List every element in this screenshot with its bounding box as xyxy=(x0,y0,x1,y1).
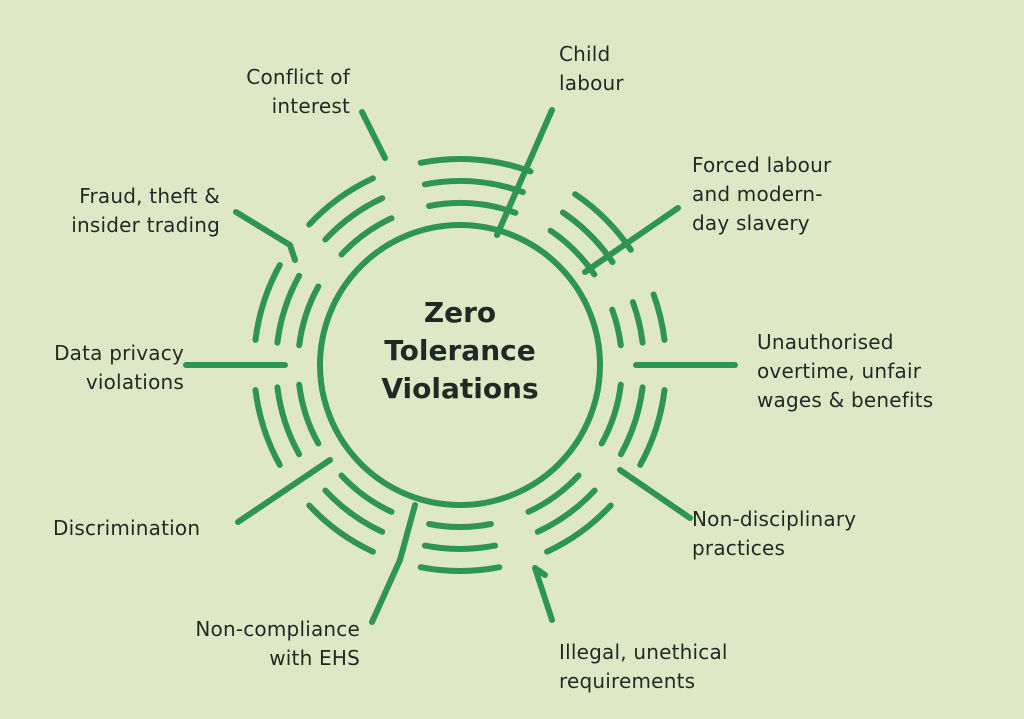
ring-arc-1-1 xyxy=(426,200,519,216)
leader-conflict xyxy=(359,109,388,161)
label-conflict-of-interest: Conflict of interest xyxy=(246,65,350,118)
ring-arc-3-9 xyxy=(252,262,283,343)
ring-arc-1-9 xyxy=(296,283,322,349)
label-data-privacy: Data privacy violations xyxy=(54,341,184,394)
ring-arc-1-8 xyxy=(296,381,322,447)
ring-arc-1-2 xyxy=(547,227,598,278)
ring-arc-3-6 xyxy=(417,564,503,574)
label-illegal-requirements: Illegal, unethical requirements xyxy=(559,640,728,693)
leader-ehs xyxy=(369,502,418,625)
ring-arc-2-10 xyxy=(322,195,386,243)
ring-arc-2-1 xyxy=(421,178,526,196)
leader-child-labour xyxy=(494,107,555,238)
label-child-labour: Child labour xyxy=(559,42,624,95)
ring-arc-1-5 xyxy=(525,472,582,515)
ring-arc-2-7 xyxy=(322,487,386,535)
label-discrimination: Discrimination xyxy=(53,516,201,540)
diagram-title: Zero Tolerance Violations xyxy=(381,296,539,405)
leader-nondisc xyxy=(617,467,693,521)
label-non-disciplinary-practices: Non-disciplinary practices xyxy=(692,507,857,560)
ring-arc-2-9 xyxy=(274,272,303,346)
ring-arc-2-5 xyxy=(534,487,598,535)
leader-fraud xyxy=(233,209,298,263)
ring-arc-3-4 xyxy=(637,387,668,468)
concentric-rings xyxy=(252,156,668,574)
leader-lines xyxy=(183,107,738,625)
ring-arc-1-4 xyxy=(598,381,624,447)
inner-ring xyxy=(317,222,603,508)
leader-discrimination xyxy=(235,457,333,525)
label-unauthorised-overtime: Unauthorised overtime, unfair wages & be… xyxy=(757,330,934,412)
label-non-compliance-ehs: Non-compliance with EHS xyxy=(195,617,360,670)
ring-arc-1-6 xyxy=(426,521,494,530)
ring-arc-3-2 xyxy=(572,191,634,253)
label-forced-labour: Forced labour and modern- day slavery xyxy=(692,153,832,235)
label-fraud-theft: Fraud, theft & insider trading xyxy=(71,184,220,237)
ring-arc-3-10 xyxy=(306,175,376,228)
leader-illegal xyxy=(532,565,555,623)
ring-arc-2-8 xyxy=(274,384,303,458)
ring-arc-2-3 xyxy=(629,299,646,346)
ring-arc-2-4 xyxy=(617,384,646,458)
ring-arc-2-6 xyxy=(421,542,499,552)
ring-arc-3-1 xyxy=(417,156,534,175)
ring-arc-3-8 xyxy=(252,387,283,468)
ring-arc-1-10 xyxy=(338,215,395,258)
leader-forced-labour xyxy=(582,205,681,275)
ring-arc-3-5 xyxy=(544,502,614,555)
ring-arc-3-3 xyxy=(650,291,668,343)
ring-arc-1-3 xyxy=(609,306,624,349)
ring-arc-3-7 xyxy=(306,502,376,555)
ring-arc-1-7 xyxy=(338,472,395,515)
